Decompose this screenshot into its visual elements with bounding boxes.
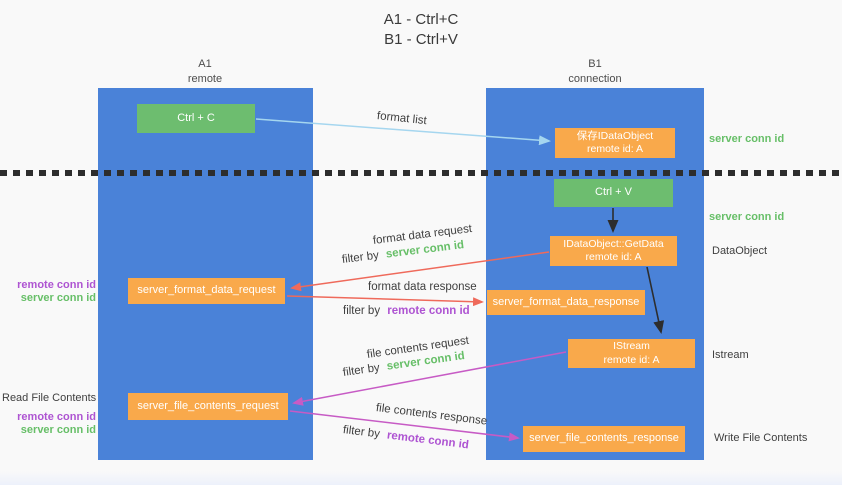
label-file-contents-response: file contents response <box>375 402 488 428</box>
label-server-conn-id-left-1: server conn id <box>20 292 96 304</box>
label-remote-conn-id-left-1: remote conn id <box>17 279 96 291</box>
remote-conn-id-text-2: remote conn id <box>386 429 470 452</box>
remote-conn-id-text-1: remote conn id <box>387 305 470 317</box>
label-server-conn-id-left-2: server conn id <box>20 424 96 436</box>
lifeline-left-header: A1 remote <box>125 57 285 87</box>
label-dataobject: DataObject <box>712 245 768 257</box>
bottom-fade <box>0 471 842 485</box>
label-server-conn-id-right-top: server conn id <box>709 133 785 145</box>
node-getdata-line2: remote id: A <box>585 251 642 263</box>
label-remote-conn-id-left-2: remote conn id <box>17 411 96 423</box>
label-write-file-contents: Write File Contents <box>714 432 808 444</box>
node-save-idataobject: 保存IDataObject remote id: A <box>555 128 675 158</box>
arrow-format-data-response <box>286 295 484 307</box>
title-line-2: B1 - Ctrl+V <box>384 31 458 49</box>
lifeline-left-role: remote <box>187 72 223 85</box>
diagram-title: A1 - Ctrl+C B1 - Ctrl+V <box>0 10 842 51</box>
node-getdata-line1: IDataObject::GetData <box>563 237 664 250</box>
lifeline-right-header: B1 connection <box>515 57 675 87</box>
node-istream-line2: remote id: A <box>603 353 660 366</box>
label-istream: Istream <box>712 349 749 361</box>
label-filter-remote-conn-1: filter by remote conn id <box>343 305 470 317</box>
node-save-idataobject-line2: remote id: A <box>586 143 644 155</box>
title-line-1: A1 - Ctrl+C <box>383 11 459 28</box>
filter-by-text-3: filter by <box>342 361 381 379</box>
label-format-list: format list <box>376 110 428 128</box>
lifeline-right-role: connection <box>568 72 622 85</box>
label-server-conn-id-right-mid: server conn id <box>709 211 785 223</box>
node-ctrl-v: Ctrl + V <box>554 179 673 207</box>
node-server-format-data-request: server_format_data_request <box>128 278 285 304</box>
label-format-data-response: format data response <box>368 281 477 293</box>
label-filter-remote-conn-2: filter by remote conn id <box>342 424 469 451</box>
label-read-file-contents: Read File Contents <box>2 392 97 404</box>
node-server-file-contents-response: server_file_contents_response <box>523 426 685 452</box>
node-istream: IStream remote id: A <box>568 339 695 368</box>
node-server-format-data-response: server_format_data_response <box>487 290 645 315</box>
lifeline-left-name: A1 <box>198 58 212 70</box>
node-save-idataobject-line1: 保存IDataObject <box>576 129 654 142</box>
node-ctrl-c: Ctrl + C <box>137 104 255 133</box>
filter-by-text-2: filter by <box>343 305 381 317</box>
node-server-file-contents-request: server_file_contents_request <box>128 393 288 420</box>
node-istream-line1: IStream <box>613 340 650 353</box>
lifeline-right-name: B1 <box>588 58 602 70</box>
node-idataobject-getdata: IDataObject::GetData remote id: A <box>550 236 677 266</box>
filter-by-text-4: filter by <box>342 424 381 441</box>
filter-by-text-1: filter by <box>341 249 380 266</box>
